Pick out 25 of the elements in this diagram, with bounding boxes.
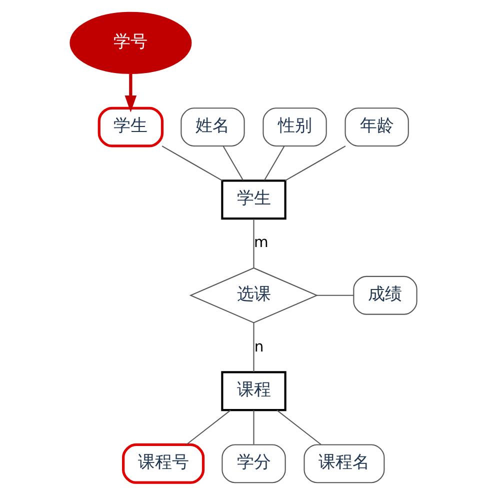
connector (276, 410, 321, 445)
node-box: 学分 (221, 444, 286, 484)
connector (252, 218, 254, 268)
node-diamond: 选课 (188, 267, 318, 324)
connector (284, 146, 346, 182)
connector (252, 323, 254, 372)
node-box: 成绩 (352, 276, 417, 315)
node-box: 学生 (97, 106, 164, 148)
node-box: 性别 (262, 108, 326, 147)
node-box: 姓名 (180, 108, 244, 147)
node-box: 年龄 (344, 108, 408, 147)
connector (263, 146, 284, 181)
node-box: 课程号 (122, 443, 204, 484)
node-box: 课程 (220, 371, 286, 412)
node-box: 学生 (220, 180, 286, 220)
edge-label: m (253, 234, 268, 252)
edge-label: n (254, 338, 264, 356)
connector (161, 146, 222, 182)
connector (252, 410, 254, 444)
arrow (124, 74, 136, 112)
connector (186, 410, 230, 445)
node-box: 课程名 (303, 444, 384, 484)
node-ellipse: 学号 (69, 12, 192, 74)
connector (316, 294, 353, 296)
connector (222, 146, 244, 181)
